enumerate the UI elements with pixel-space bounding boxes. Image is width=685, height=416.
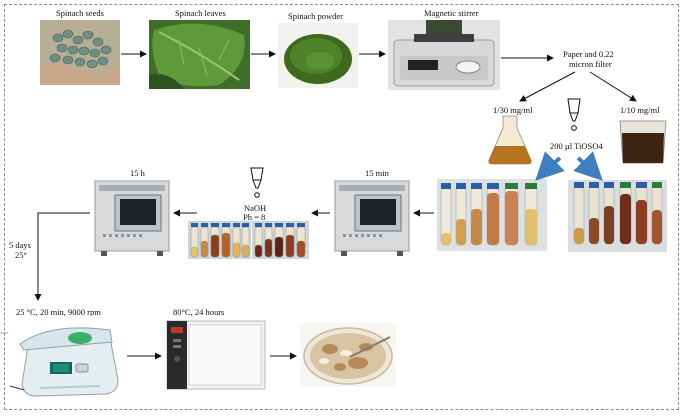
leaves-illustration (149, 20, 250, 89)
magnetic-stirrer-photo (388, 20, 500, 90)
stirrer-label: Magnetic stirrer (424, 8, 479, 18)
seeds-label: Spinach seeds (56, 8, 104, 18)
incubator-left-time-label: 15 h (130, 168, 145, 178)
concentration-low-label: 1/30 mg/ml (493, 105, 533, 115)
seeds-illustration (40, 20, 120, 85)
tioso4-label: 200 µl TiOSO4 (550, 141, 603, 151)
arrow-filter-to-low (519, 71, 576, 102)
curved-arrow-left (535, 151, 565, 181)
filter-label-line2: micron filter (569, 59, 612, 69)
naoh-tubes-photo-right (252, 221, 309, 259)
incubator-right-illustration (334, 180, 410, 256)
incubator-right-time-label: 15 min (365, 168, 389, 178)
diagram-frame (4, 4, 679, 410)
incubator-left-photo (93, 179, 171, 257)
tubes-low-illustration (437, 179, 547, 251)
centrifuge-photo (10, 316, 123, 400)
curved-arrow-right (573, 151, 603, 181)
final-product-dish-photo (300, 323, 396, 387)
oven-label: 80°C, 24 hours (173, 307, 225, 317)
ph-label: Ph = 8 (243, 212, 266, 222)
spinach-seeds-photo (40, 20, 120, 85)
centrifuge-illustration (10, 316, 123, 400)
naoh-label: NaOH (244, 203, 267, 213)
dish-illustration (300, 323, 396, 387)
oven-photo (165, 319, 267, 391)
spinach-leaves-photo (149, 20, 250, 89)
five-days-label: 5 days (9, 240, 31, 250)
dropper-icon (567, 98, 581, 131)
temperature-25-label: 25° (15, 250, 27, 260)
filter-label-line1: Paper and 0.22 (563, 49, 614, 59)
stirrer-illustration (388, 20, 500, 90)
flask-low-concentration (488, 115, 532, 165)
powder-illustration (278, 23, 358, 88)
naoh-tubes-left-illustration (188, 221, 251, 259)
incubator-left-illustration (94, 180, 170, 256)
powder-label: Spinach powder (288, 11, 344, 21)
tubes-photo-high (568, 180, 667, 252)
naoh-tubes-photo-left (188, 221, 251, 259)
incubator-right-photo (333, 179, 411, 257)
leaves-label: Spinach leaves (175, 8, 226, 18)
arrow-incubator-to-centrifuge (34, 212, 90, 301)
naoh-dropper-icon (250, 167, 264, 198)
spinach-powder-photo (278, 23, 358, 88)
concentration-high-label: 1/10 mg/ml (620, 105, 660, 115)
naoh-tubes-right-illustration (252, 221, 309, 259)
beaker-high-concentration (619, 120, 667, 164)
tubes-high-illustration (568, 180, 667, 252)
arrow-filter-to-high (589, 71, 637, 102)
centrifuge-label: 25 °C, 20 min, 9000 rpm (16, 307, 101, 317)
oven-illustration (166, 320, 266, 390)
tubes-photo-low (437, 179, 547, 251)
